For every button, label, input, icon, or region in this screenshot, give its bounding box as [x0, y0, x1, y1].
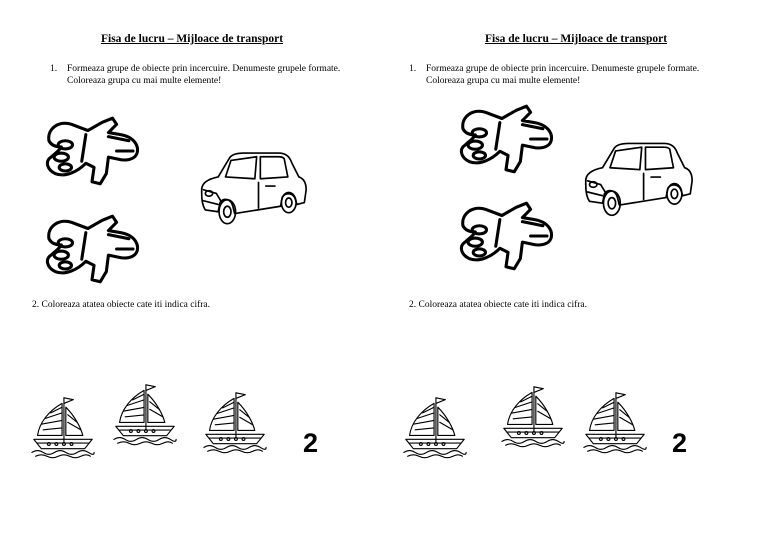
car-icon	[582, 133, 694, 223]
airplane-icon	[446, 195, 566, 277]
airplane-icon	[32, 110, 152, 192]
question-1-text: Formeaza grupe de obiecte prin incercuir…	[426, 64, 700, 86]
question-1-text: Formeaza grupe de obiecte prin incercuir…	[67, 64, 341, 86]
question-2-text: 2. Coloreaza atatea obiecte cate iti ind…	[32, 300, 211, 310]
sailboat-icon	[500, 382, 566, 450]
question-1-number: 1.	[50, 64, 58, 74]
question-2-text: 2. Coloreaza atatea obiecte cate iti ind…	[409, 300, 588, 310]
airplane-icon	[446, 98, 566, 180]
target-digit: 2	[303, 428, 319, 458]
worksheet-right: Fisa de lucru – Mijloace de transport 1.…	[384, 0, 768, 543]
sailboat-icon	[202, 388, 268, 456]
sailboat-icon	[402, 393, 468, 461]
airplane-icon	[32, 208, 152, 290]
worksheet-title: Fisa de lucru – Mijloace de transport	[484, 33, 668, 45]
sailboat-icon	[582, 388, 648, 456]
sailboat-icon	[30, 393, 96, 461]
sailboat-icon	[112, 380, 178, 448]
car-icon	[198, 143, 308, 231]
question-1-number: 1.	[409, 64, 417, 74]
worksheet-title: Fisa de lucru – Mijloace de transport	[100, 33, 284, 45]
target-digit: 2	[672, 428, 688, 458]
worksheet-left: Fisa de lucru – Mijloace de transport 1.…	[0, 33, 341, 543]
